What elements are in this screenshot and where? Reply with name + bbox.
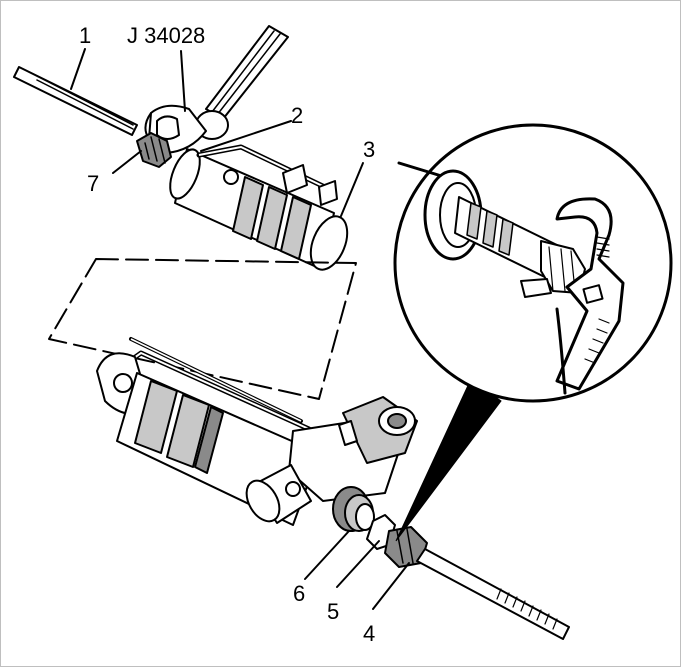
tool-label: J 34028	[127, 23, 206, 48]
callout-1: 1	[79, 23, 92, 48]
callout-5: 5	[327, 599, 340, 624]
callout-3: 3	[363, 137, 376, 162]
callout-6: 6	[293, 581, 306, 606]
tool-j34028	[144, 25, 289, 154]
callout-4: 4	[363, 621, 376, 646]
steering-gear-lower	[96, 337, 570, 640]
callout-2: 2	[291, 103, 304, 128]
tie-rod-upper	[13, 66, 138, 136]
rack-housing-upper	[136, 132, 349, 271]
reference-dashed-box	[48, 258, 357, 400]
detail-inset	[393, 123, 673, 542]
callout-7: 7	[87, 171, 100, 196]
callout-leaders	[70, 48, 410, 610]
